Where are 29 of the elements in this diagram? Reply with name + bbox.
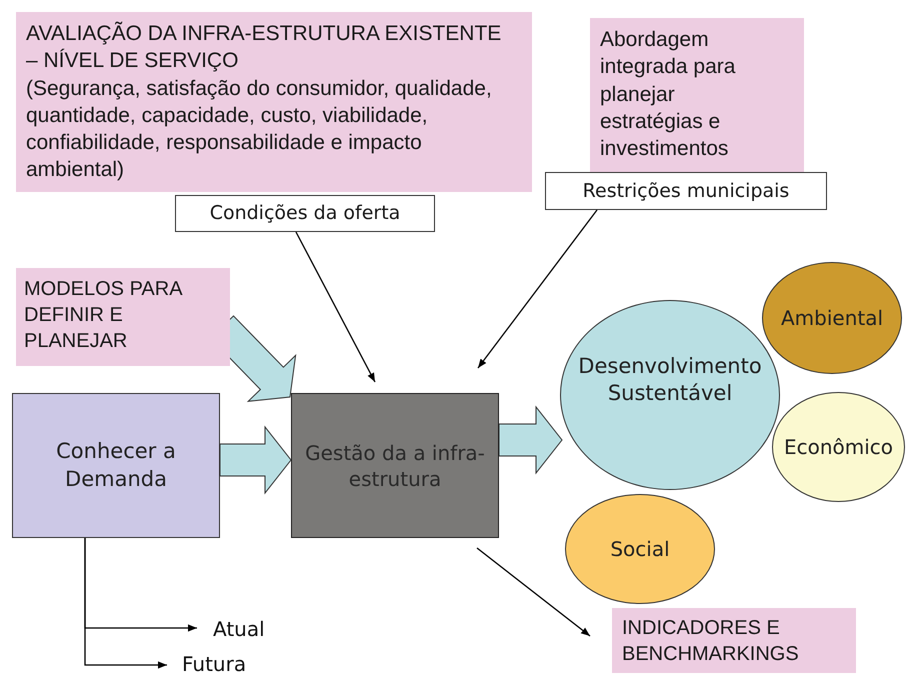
heading-text: AVALIAÇÃO DA INFRA-ESTRUTURA EXISTENTE – NÍVEL DE SERVIÇO <box>26 20 502 74</box>
node-text: Ambiental <box>780 305 884 331</box>
block-arrow <box>220 426 292 494</box>
node-text: Abordagem integrada para planejar estratégias e investimentos <box>600 27 736 162</box>
arrow <box>476 547 590 637</box>
note-box <box>590 18 804 173</box>
note-box <box>612 608 856 673</box>
process-box <box>12 393 220 538</box>
node-text: Futura <box>182 651 246 675</box>
node-text: Econômico <box>784 434 894 460</box>
node-text: Desenvolvimento Sustentável <box>577 352 763 407</box>
node-text: Social <box>610 536 670 562</box>
note-box <box>16 268 230 366</box>
note-box <box>16 12 532 192</box>
node-text: INDICADORES E BENCHMARKINGS <box>622 616 800 667</box>
node-text: Gestão da a infra-estrutura <box>304 440 486 492</box>
process-box <box>175 195 435 232</box>
arrow <box>84 538 167 669</box>
node-text: Atual <box>213 616 265 642</box>
block-arrow <box>498 406 563 474</box>
node-text: MODELOS PARA DEFINIR E PLANEJAR <box>24 277 183 354</box>
process-box <box>545 172 827 210</box>
process-box <box>291 393 499 538</box>
node-text: Conhecer a Demanda <box>55 438 177 492</box>
node-text: Condições da oferta <box>210 201 400 226</box>
node-text: Restrições municipais <box>582 178 790 204</box>
arrow <box>477 210 598 368</box>
arrow <box>295 232 376 382</box>
node-text: (Segurança, satisfação do consumidor, qualidade, quantidade, capacidade, custo, viabilidade, confiabilidade, responsabilidade e impacto ambiental) <box>26 76 493 184</box>
